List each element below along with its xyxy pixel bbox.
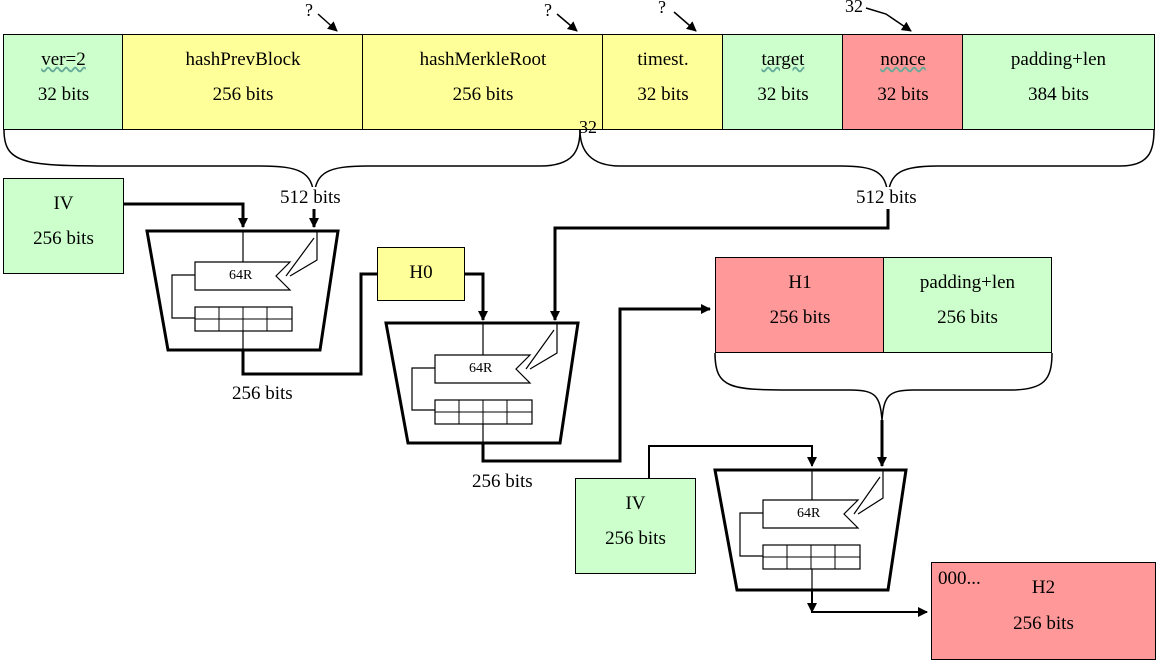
field-version: ver=2 32 bits: [3, 34, 124, 130]
field-size: 384 bits: [1028, 84, 1089, 105]
h2-box: 000... H2 256 bits: [931, 562, 1156, 660]
field-name: hashMerkleRoot: [419, 49, 547, 70]
output-label-1: 256 bits: [232, 383, 293, 404]
iv1-wire: [124, 202, 248, 228]
h1-box: H1 256 bits: [715, 257, 885, 353]
h0-name: H0: [409, 262, 433, 283]
block2-wire: [550, 196, 890, 321]
h0-wire-in: [241, 272, 377, 376]
split-note: 32: [579, 117, 597, 137]
h0-wire-out: [465, 272, 488, 321]
iv-input-1: IV 256 bits: [3, 178, 124, 274]
compression-function-2: [384, 321, 580, 445]
field-note-1: ?: [305, 0, 313, 20]
field-size: 32 bits: [877, 84, 929, 105]
field-name: ver=2: [41, 49, 86, 70]
field-size: 32 bits: [637, 84, 689, 105]
field-size: 256 bits: [452, 84, 514, 105]
iv2-wire: [648, 445, 817, 478]
iv-size: 256 bits: [605, 528, 666, 549]
note-arrow-3: [673, 11, 697, 32]
iv-name: IV: [625, 493, 646, 514]
field-size: 32 bits: [757, 84, 809, 105]
field-name: timest.: [637, 49, 689, 70]
h1-padding-name: padding+len: [919, 272, 1016, 293]
field-hash-merkle-root: hashMerkleRoot 256 bits: [362, 34, 604, 130]
note-arrow-1: [317, 13, 338, 32]
round-label-3: 64R: [797, 506, 821, 521]
field-timestamp: timest. 32 bits: [602, 34, 724, 130]
field-padding-len: padding+len 384 bits: [962, 34, 1155, 130]
block-size-label-2: 512 bits: [856, 187, 917, 209]
field-size: 32 bits: [37, 84, 90, 105]
h2-name: H2: [1031, 577, 1056, 598]
round-label-1: 64R: [229, 268, 253, 283]
field-name: nonce: [880, 49, 926, 70]
brace-first-block: [3, 129, 581, 197]
h1-name: H1: [788, 272, 812, 293]
round-label-2: 64R: [469, 361, 493, 376]
iv-name: IV: [53, 193, 74, 214]
iv-size: 256 bits: [33, 228, 94, 249]
field-nonce: nonce 32 bits: [842, 34, 964, 130]
h1-size: 256 bits: [769, 307, 831, 328]
field-note-3: ?: [658, 0, 666, 17]
field-note-4: 32: [845, 0, 863, 16]
brace-h1-block: [714, 352, 1053, 421]
field-size: 256 bits: [212, 84, 274, 105]
compression-function-1: [145, 229, 340, 352]
h0-box: H0: [377, 247, 465, 301]
h1-padding-box: padding+len 256 bits: [883, 257, 1052, 353]
h2-prefix: 000...: [938, 568, 981, 589]
block-size-label-1: 512 bits: [280, 187, 341, 209]
note-arrow-4: [865, 7, 912, 32]
field-name: target: [761, 49, 805, 70]
compression-function-3: [713, 468, 908, 592]
h2-size: 256 bits: [1013, 613, 1074, 634]
h1-wire: [481, 304, 711, 463]
field-name: padding+len: [1010, 49, 1107, 70]
output-label-2: 256 bits: [472, 471, 533, 492]
field-note-2: ?: [544, 0, 552, 20]
field-target: target 32 bits: [722, 34, 844, 130]
field-name: hashPrevBlock: [185, 49, 301, 70]
h1-padding-size: 256 bits: [937, 307, 998, 328]
note-arrow-2: [556, 13, 578, 32]
iv-input-2: IV 256 bits: [575, 478, 696, 574]
h2-wire: [811, 590, 928, 617]
